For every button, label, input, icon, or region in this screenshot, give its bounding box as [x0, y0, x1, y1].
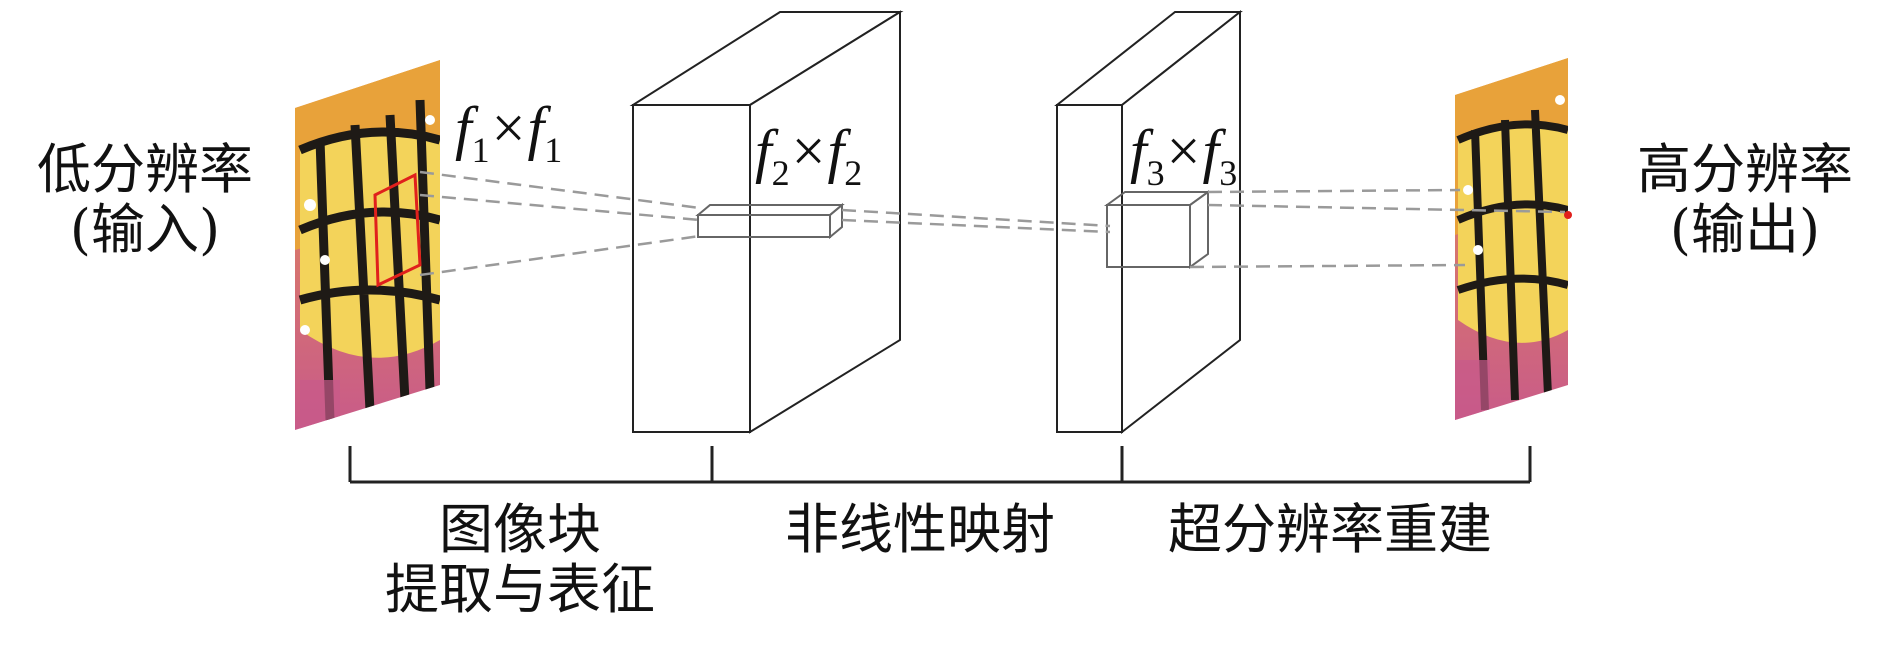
stage-bracket [348, 446, 1532, 484]
input-label-line1: 低分辨率 [37, 138, 253, 201]
filter-size-2: f2×f2 [755, 118, 863, 193]
filter-size-3: f3×f3 [1130, 118, 1238, 193]
input-image [295, 60, 440, 430]
stage-1-label-line1: 图像块 [439, 498, 601, 561]
output-label-line1: 高分辨率 [1637, 138, 1853, 201]
filter-size-1: f1×f1 [455, 95, 563, 170]
input-label: 低分辨率 (输入) [0, 140, 290, 260]
stage-2-label: 非线性映射 [785, 498, 1055, 561]
output-pixel [1564, 211, 1572, 219]
stage-3-label: 超分辨率重建 [1168, 498, 1492, 561]
conv-block-1 [629, 10, 904, 434]
projection-lines [419, 170, 1566, 277]
conv-block-2 [1054, 9, 1243, 435]
input-patch [373, 172, 422, 288]
output-label-line2: (输出) [1669, 198, 1821, 261]
stage-1-label-line2: 提取与表征 [385, 558, 655, 621]
input-label-line2: (输入) [69, 198, 221, 261]
feature-prism-1 [695, 202, 845, 240]
stage-1-label: 图像块 提取与表征 [350, 500, 690, 620]
output-label: 高分辨率 (输出) [1600, 140, 1890, 260]
output-image [1455, 58, 1568, 420]
